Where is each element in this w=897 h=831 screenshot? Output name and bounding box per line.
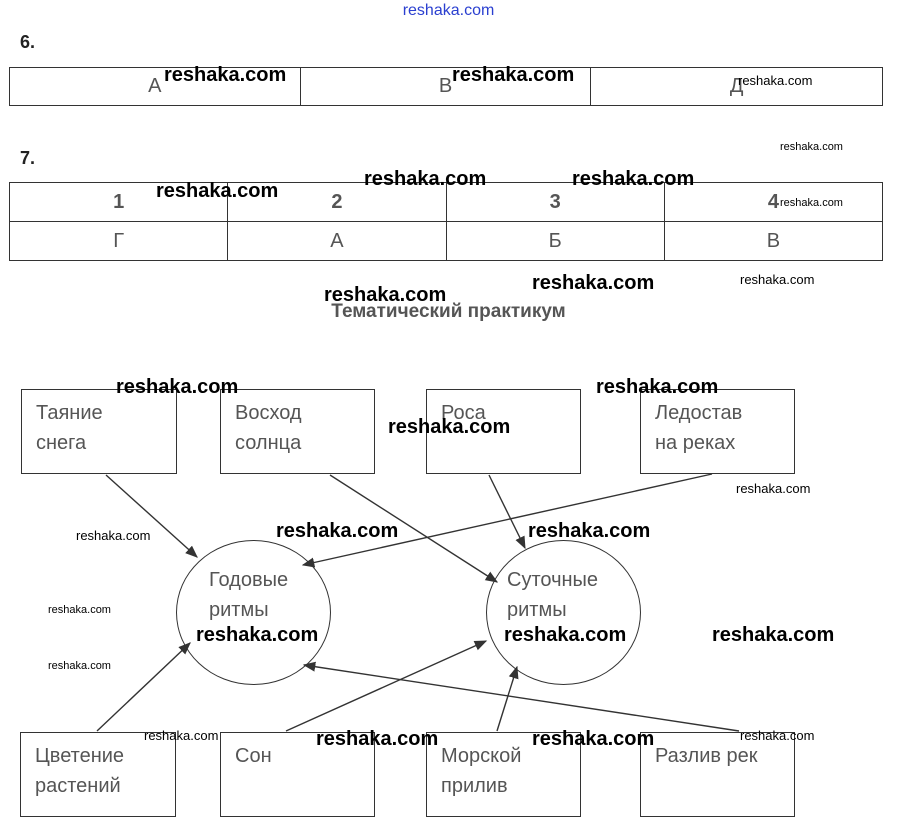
watermark: reshaka.com: [528, 520, 651, 542]
box-plant-blooming: Цветение растений: [20, 732, 176, 817]
watermark: reshaka.com: [736, 481, 811, 496]
watermark: reshaka.com: [572, 168, 695, 190]
circle-daily-rhythms: Суточные ритмы: [486, 540, 641, 685]
box-snowmelt: Таяние снега: [21, 389, 177, 474]
watermark: reshaka.com: [596, 376, 719, 398]
box-river-freeze: Ледостав на реках: [640, 389, 795, 474]
watermark: reshaka.com: [76, 528, 151, 543]
box-river-freeze-label: Ледостав на реках: [655, 402, 743, 454]
watermark: reshaka.com: [324, 284, 447, 306]
box-plant-blooming-label: Цветение растений: [35, 745, 125, 797]
arrow-snowmelt-to-annual: [105, 474, 198, 558]
watermark: reshaka.com: [740, 272, 815, 287]
box-sunrise: Восход солнца: [220, 389, 375, 474]
practicum-title: Тематический практикум: [331, 301, 566, 322]
watermark: reshaka.com: [156, 180, 279, 202]
box-river-flood: Разлив рек: [640, 732, 795, 817]
q6-answer-cell-3: Д: [590, 67, 883, 106]
arrow-sunrise-to-daily: [329, 474, 499, 583]
box-river-flood-label: Разлив рек: [655, 745, 758, 767]
watermark: reshaka.com: [452, 64, 575, 86]
site-header-link[interactable]: reshaka.com: [402, 2, 495, 19]
watermark: reshaka.com: [144, 728, 219, 743]
watermark: reshaka.com: [276, 520, 399, 542]
circle-daily-rhythms-label: Суточные ритмы: [507, 569, 599, 621]
q7-number-cell-2: 2: [227, 182, 447, 222]
q6-answer-cell-2: В: [299, 67, 592, 106]
box-sea-tide: Морской прилив: [426, 732, 581, 817]
watermark: reshaka.com: [116, 376, 239, 398]
watermark: reshaka.com: [388, 416, 511, 438]
question-7-answer-table: 1 2 3 4 Г А Б В: [8, 182, 884, 261]
watermark: reshaka.com: [738, 73, 813, 88]
box-sea-tide-label: Морской прилив: [441, 745, 522, 797]
q7-letter-cell-3: Б: [445, 221, 665, 261]
box-sleep: Сон: [220, 732, 375, 817]
watermark: reshaka.com: [712, 624, 835, 646]
box-sunrise-label: Восход солнца: [235, 402, 302, 454]
arrow-freeze-to-annual: [301, 473, 713, 568]
q6-answer-cell-1: А: [9, 67, 301, 106]
arrow-tide-to-daily: [496, 665, 519, 732]
watermark: reshaka.com: [532, 272, 655, 294]
question-7-number: 7.: [20, 148, 36, 168]
watermark: reshaka.com: [48, 660, 111, 672]
watermark: reshaka.com: [196, 624, 319, 646]
watermark: reshaka.com: [164, 64, 287, 86]
box-snowmelt-label: Таяние снега: [36, 402, 103, 454]
watermark: reshaka.com: [740, 728, 815, 743]
q7-letter-cell-1: Г: [8, 221, 229, 261]
watermark: reshaka.com: [48, 604, 111, 616]
box-sleep-label: Сон: [235, 745, 272, 767]
q7-number-cell-1: 1: [8, 182, 229, 222]
watermark: reshaka.com: [316, 728, 439, 750]
watermark: reshaka.com: [504, 624, 627, 646]
arrow-sleep-to-daily: [285, 640, 488, 732]
q7-letter-cell-4: В: [663, 221, 884, 261]
watermark: reshaka.com: [364, 168, 487, 190]
box-dew: Роса: [426, 389, 581, 474]
arrow-flood-to-annual: [302, 661, 740, 732]
watermark: reshaka.com: [780, 141, 843, 153]
question-6-answer-table: А В Д: [9, 67, 883, 106]
question-6-number: 6.: [20, 32, 36, 52]
circle-annual-rhythms: Годовые ритмы: [176, 540, 331, 685]
arrow-dew-to-daily: [488, 474, 526, 550]
watermark: reshaka.com: [780, 197, 843, 209]
arrow-blooming-to-annual: [96, 642, 191, 732]
q7-number-cell-3: 3: [445, 182, 665, 222]
circle-annual-rhythms-label: Годовые ритмы: [209, 569, 289, 621]
watermark: reshaka.com: [532, 728, 655, 750]
box-dew-label: Роса: [441, 402, 486, 424]
